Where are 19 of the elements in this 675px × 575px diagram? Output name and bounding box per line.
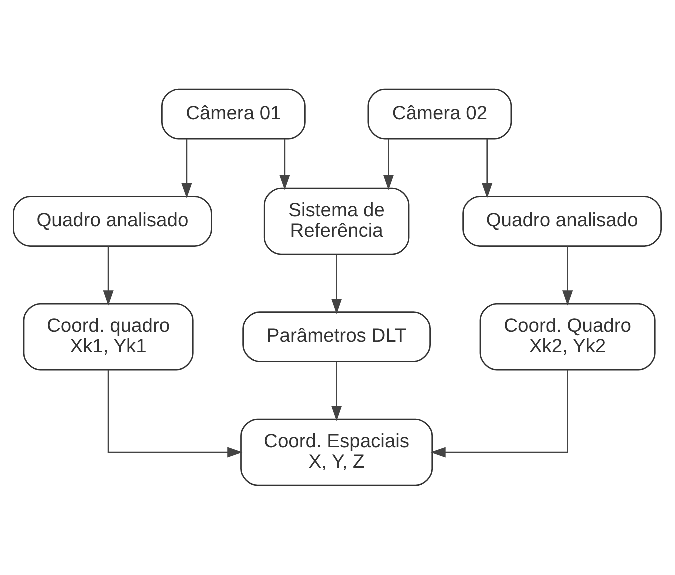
arrow [562,246,574,306]
arrow [383,139,394,190]
arrow [332,362,342,422]
node-box: Coord. Quadro Xk2, Yk2 [480,303,656,371]
node-box: Sistema de Referência [264,188,410,256]
arrow [103,246,114,306]
arrow [182,139,192,198]
node-box: Câmera 02 [368,88,512,140]
arrow [430,370,568,458]
arrow [108,370,243,458]
node-box: Coord. Espaciais X, Y, Z [240,418,434,486]
node-box: Quadro analisado [13,196,212,247]
node-box: Quadro analisado [462,196,662,247]
node-box: Coord. quadro Xk1, Yk1 [23,303,194,371]
arrow [280,139,290,190]
arrow [332,254,342,314]
node-box: Câmera 01 [162,88,306,140]
node-box: Parâmetros DLT [242,312,431,362]
arrow [482,139,493,198]
